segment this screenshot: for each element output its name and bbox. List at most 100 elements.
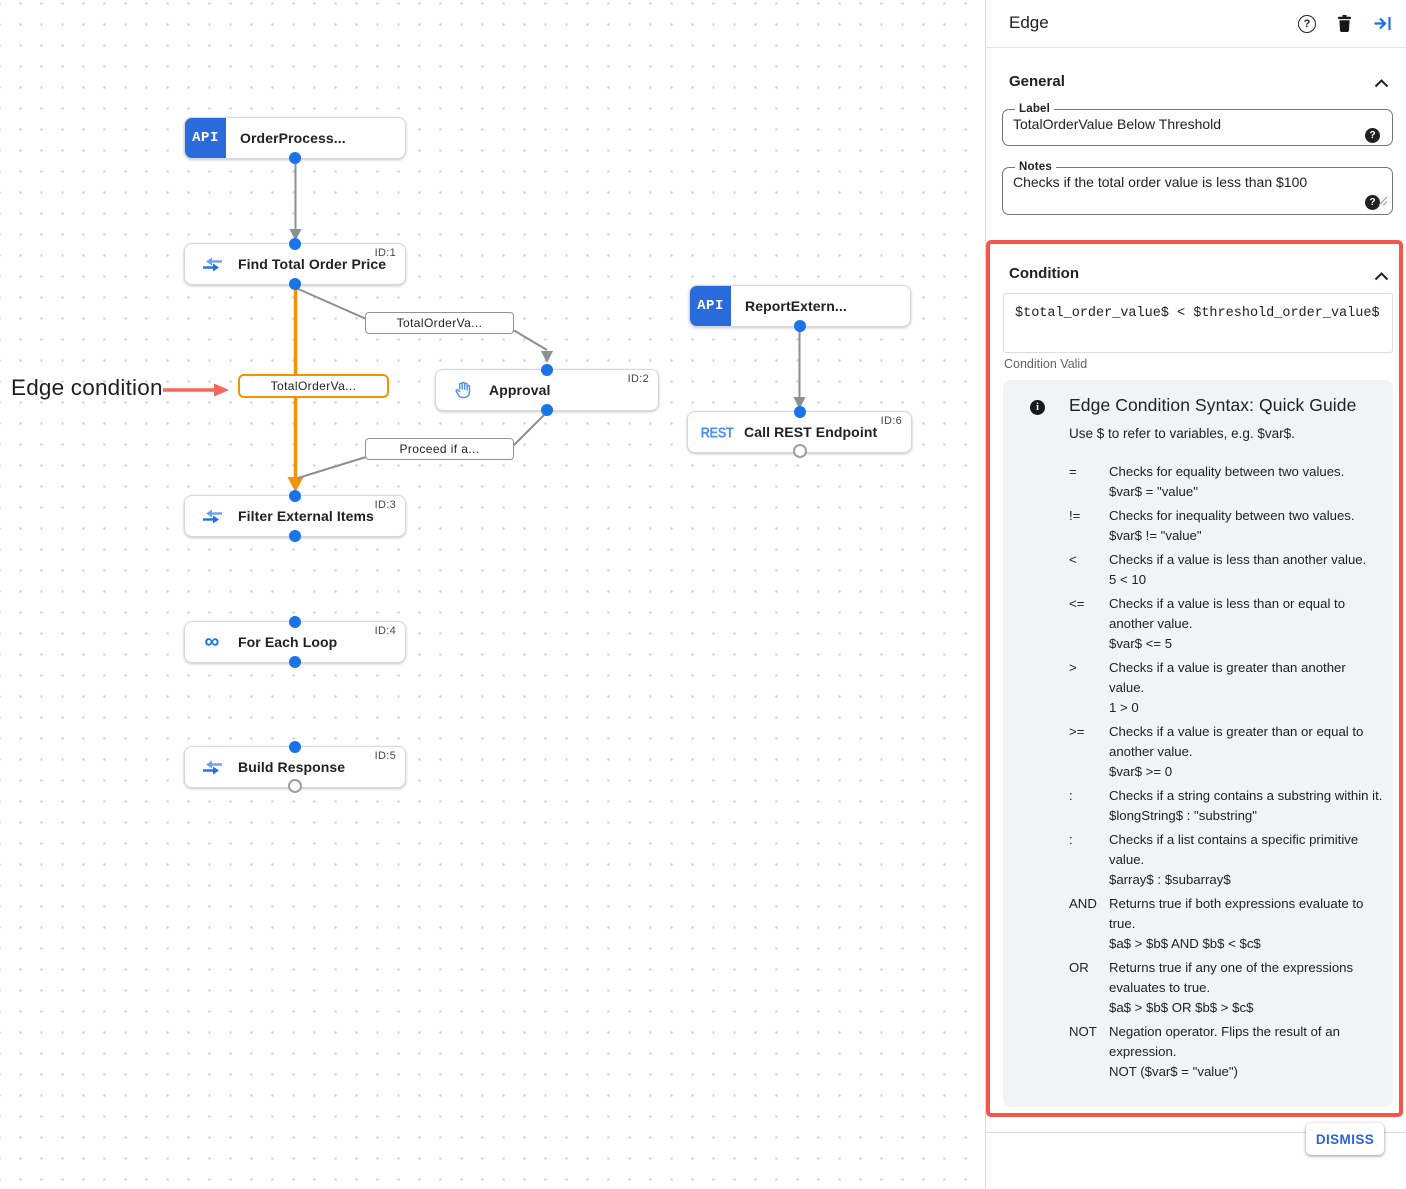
- operator: <=: [1069, 596, 1085, 611]
- notes-field-label: Notes: [1019, 161, 1052, 173]
- textarea-resize-handle-icon[interactable]: [1378, 193, 1388, 211]
- operator-example: $longString$ : "substring": [1109, 808, 1257, 823]
- operator-description: Returns true if any one of the expressio…: [1109, 960, 1354, 995]
- operator: NOT: [1069, 1024, 1097, 1039]
- operator-example: 1 > 0: [1109, 700, 1139, 715]
- operator-description: Checks if a value is less than or equal …: [1109, 596, 1346, 631]
- input-port[interactable]: [793, 406, 806, 418]
- input-port[interactable]: [289, 238, 301, 250]
- input-port[interactable]: [289, 616, 301, 628]
- notes-textarea[interactable]: Checks if the total order value is less …: [1013, 174, 1343, 204]
- node-title: Build Response: [238, 759, 346, 775]
- node-title: Call REST Endpoint: [744, 424, 878, 440]
- condition-status: Condition Valid: [1004, 357, 1088, 371]
- operator-example: $var$ >= 0: [1109, 764, 1173, 779]
- label-input[interactable]: [1013, 116, 1343, 132]
- guide-row: NOT Negation operator. Flips the result …: [1069, 1022, 1393, 1082]
- operator-example: $a$ > $b$ OR $b$ > $c$: [1109, 1000, 1254, 1015]
- node-find-total-order-price[interactable]: Find Total Order Price ID:1: [184, 238, 406, 290]
- condition-syntax-guide: i Edge Condition Syntax: Quick Guide Use…: [1003, 380, 1393, 1107]
- loop-icon: ∞: [204, 630, 220, 653]
- data-mapping-icon: [200, 257, 224, 272]
- node-report-extern[interactable]: API ReportExtern...: [689, 285, 911, 332]
- operator-description: Checks if a value is less than another v…: [1109, 552, 1367, 567]
- operator: OR: [1069, 960, 1089, 975]
- dismiss-button[interactable]: DISMISS: [1306, 1123, 1384, 1155]
- input-port[interactable]: [289, 741, 301, 753]
- operator-description: Negation operator. Flips the result of a…: [1109, 1024, 1340, 1059]
- operator: =: [1069, 464, 1077, 479]
- condition-expression-input[interactable]: $total_order_value$ < $threshold_order_v…: [1003, 293, 1393, 353]
- workflow-canvas[interactable]: Edge condition API OrderProcess... Find …: [0, 0, 985, 1189]
- node-build-response[interactable]: Build Response ID:5: [184, 741, 406, 793]
- input-port[interactable]: [289, 490, 301, 502]
- output-port[interactable]: [794, 320, 806, 332]
- guide-row: : Checks if a list contains a specific p…: [1069, 830, 1393, 890]
- output-port[interactable]: [289, 656, 301, 668]
- operator-description: Checks if a value is greater than anothe…: [1109, 660, 1346, 695]
- operator-example: $var$ = "value": [1109, 484, 1198, 499]
- node-title: Find Total Order Price: [238, 256, 387, 272]
- operator-example: $array$ : $subarray$: [1109, 872, 1231, 887]
- node-id-badge: ID:2: [627, 373, 649, 385]
- edge-condition-annotation: Edge condition: [11, 375, 163, 400]
- input-port[interactable]: [541, 364, 553, 376]
- operator-example: NOT ($var$ = "value"): [1109, 1064, 1238, 1079]
- label-help-icon[interactable]: ?: [1365, 128, 1380, 143]
- node-title: Approval: [489, 382, 551, 398]
- node-call-rest-endpoint[interactable]: REST Call REST Endpoint ID:6: [687, 406, 912, 458]
- terminal-port[interactable]: [792, 444, 807, 458]
- edge-label-proceed-if[interactable]: Proceed if a...: [365, 438, 514, 460]
- data-mapping-icon: [200, 509, 224, 524]
- notes-help-icon[interactable]: ?: [1365, 195, 1380, 210]
- operator: <: [1069, 552, 1077, 567]
- output-port[interactable]: [541, 404, 553, 416]
- node-order-process[interactable]: API OrderProcess...: [184, 117, 406, 164]
- label-field-label: Label: [1019, 103, 1051, 115]
- node-approval[interactable]: Approval ID:2: [435, 364, 659, 416]
- guide-row: <= Checks if a value is less than or equ…: [1069, 594, 1393, 654]
- node-filter-external-items[interactable]: Filter External Items ID:3: [184, 490, 406, 542]
- api-trigger-icon: API: [185, 118, 226, 158]
- guide-subtitle: Use $ to refer to variables, e.g. $var$.: [1069, 426, 1295, 441]
- guide-row: < Checks if a value is less than another…: [1069, 550, 1393, 590]
- guide-row: AND Returns true if both expressions eva…: [1069, 894, 1393, 954]
- guide-title: Edge Condition Syntax: Quick Guide: [1069, 395, 1357, 415]
- general-section-header: General: [1009, 73, 1065, 90]
- operator-description: Checks for equality between two values.: [1109, 464, 1345, 479]
- node-id-badge: ID:6: [880, 415, 902, 427]
- node-id-badge: ID:5: [374, 750, 396, 762]
- notes-field-group: Notes Checks if the total order value is…: [1002, 161, 1393, 215]
- data-mapping-icon: [200, 760, 224, 775]
- node-title: Filter External Items: [238, 508, 374, 524]
- operator-example: 5 < 10: [1109, 572, 1147, 587]
- collapse-panel-icon[interactable]: [1373, 15, 1392, 32]
- label-field-group: Label ?: [1002, 103, 1393, 146]
- operator-example: $var$ != "value": [1109, 528, 1202, 543]
- condition-section-header: Condition: [1009, 265, 1079, 282]
- guide-row: OR Returns true if any one of the expres…: [1069, 958, 1393, 1018]
- guide-row: = Checks for equality between two values…: [1069, 462, 1393, 502]
- node-title: OrderProcess...: [240, 130, 346, 146]
- collapse-general-chevron-icon[interactable]: [1374, 75, 1389, 93]
- help-icon[interactable]: ?: [1298, 14, 1316, 33]
- workflow-edges: [163, 160, 806, 492]
- operator-example: $var$ <= 5: [1109, 636, 1173, 651]
- api-trigger-icon: API: [690, 286, 731, 326]
- terminal-port[interactable]: [288, 779, 302, 793]
- delete-edge-icon[interactable]: [1336, 14, 1353, 33]
- output-port[interactable]: [289, 530, 301, 542]
- edge-label-total-order-value[interactable]: TotalOrderVa...: [365, 312, 514, 334]
- collapse-condition-chevron-icon[interactable]: [1374, 268, 1389, 286]
- guide-row: > Checks if a value is greater than anot…: [1069, 658, 1393, 718]
- output-port[interactable]: [289, 152, 301, 164]
- operator: !=: [1069, 508, 1081, 523]
- approval-hand-icon: [451, 380, 475, 400]
- output-port[interactable]: [289, 278, 301, 290]
- guide-row: : Checks if a string contains a substrin…: [1069, 786, 1393, 826]
- node-for-each-loop[interactable]: ∞ For Each Loop ID:4: [184, 616, 406, 668]
- edge-label-selected-condition[interactable]: TotalOrderVa...: [238, 374, 389, 398]
- node-id-badge: ID:3: [374, 499, 396, 511]
- operator-description: Checks if a value is greater than or equ…: [1109, 724, 1364, 759]
- panel-header: Edge ?: [986, 0, 1406, 48]
